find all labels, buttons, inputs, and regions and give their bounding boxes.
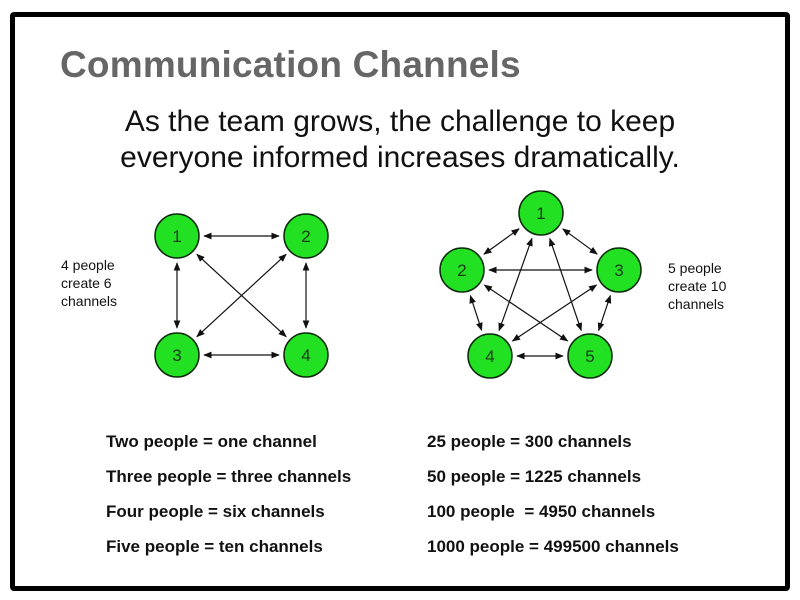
small-team-facts: Two people = one channel Three people = … [106, 432, 351, 572]
fact-line: 25 people = 300 channels [427, 432, 632, 451]
slide-frame [10, 12, 790, 591]
person-node-label: 4 [301, 346, 310, 365]
person-node-label: 2 [301, 227, 310, 246]
fact-line: Four people = six channels [106, 502, 325, 521]
caption-line: create 10 [668, 278, 727, 294]
fact-line: Three people = three channels [106, 467, 352, 486]
caption-line: channels [668, 296, 725, 312]
channel-edge-3-5 [597, 294, 612, 332]
channel-edge-3-4 [511, 284, 598, 342]
person-node-4 [467, 333, 513, 379]
large-team-facts: 25 people = 300 channels 50 people = 122… [427, 432, 679, 572]
person-node-5 [567, 333, 613, 379]
channel-edge-2-4 [469, 294, 483, 332]
fact-line: 1000 people = 499500 channels [427, 537, 679, 556]
channel-edge-1-2 [483, 228, 520, 255]
subtitle-line: everyone informed increases dramatically… [120, 141, 680, 174]
channel-edge-1-3 [562, 228, 598, 255]
four-person-network: 1 2 3 4 [154, 213, 329, 378]
person-node-3 [596, 247, 642, 293]
channel-edge-2-3 [196, 253, 287, 338]
channel-edge-1-4 [498, 237, 533, 332]
fact-line: Two people = one channel [106, 432, 317, 451]
fact-line: 100 people = 4950 channels [427, 502, 656, 521]
left-diagram-caption: 4 people create 6 channels [61, 256, 117, 310]
caption-line: channels [61, 293, 118, 309]
person-node-label: 4 [485, 347, 494, 366]
subtitle-line: As the team grows, the challenge to keep [124, 105, 676, 138]
five-person-network: 1 2 3 4 5 [439, 190, 642, 379]
person-node-4 [283, 332, 329, 378]
person-node-label: 1 [172, 227, 181, 246]
caption-line: 4 people [61, 257, 115, 273]
person-node-label: 2 [457, 261, 466, 280]
person-node-label: 3 [172, 346, 181, 365]
person-node-1 [518, 190, 564, 236]
person-node-label: 1 [536, 204, 545, 223]
person-node-2 [439, 247, 485, 293]
channel-edge-1-5 [549, 237, 582, 332]
right-diagram-caption: 5 people create 10 channels [668, 259, 726, 313]
fact-line: Five people = ten channels [106, 537, 323, 556]
person-node-label: 5 [585, 347, 594, 366]
person-node-label: 3 [614, 261, 623, 280]
person-node-1 [154, 213, 200, 259]
person-node-3 [154, 332, 200, 378]
slide-title: Communication Channels [60, 44, 521, 85]
caption-line: 5 people [668, 260, 722, 276]
person-node-2 [283, 213, 329, 259]
fact-line: 50 people = 1225 channels [427, 467, 642, 486]
caption-line: create 6 [61, 275, 112, 291]
slide-subtitle: As the team grows, the challenge to keep… [70, 104, 730, 176]
